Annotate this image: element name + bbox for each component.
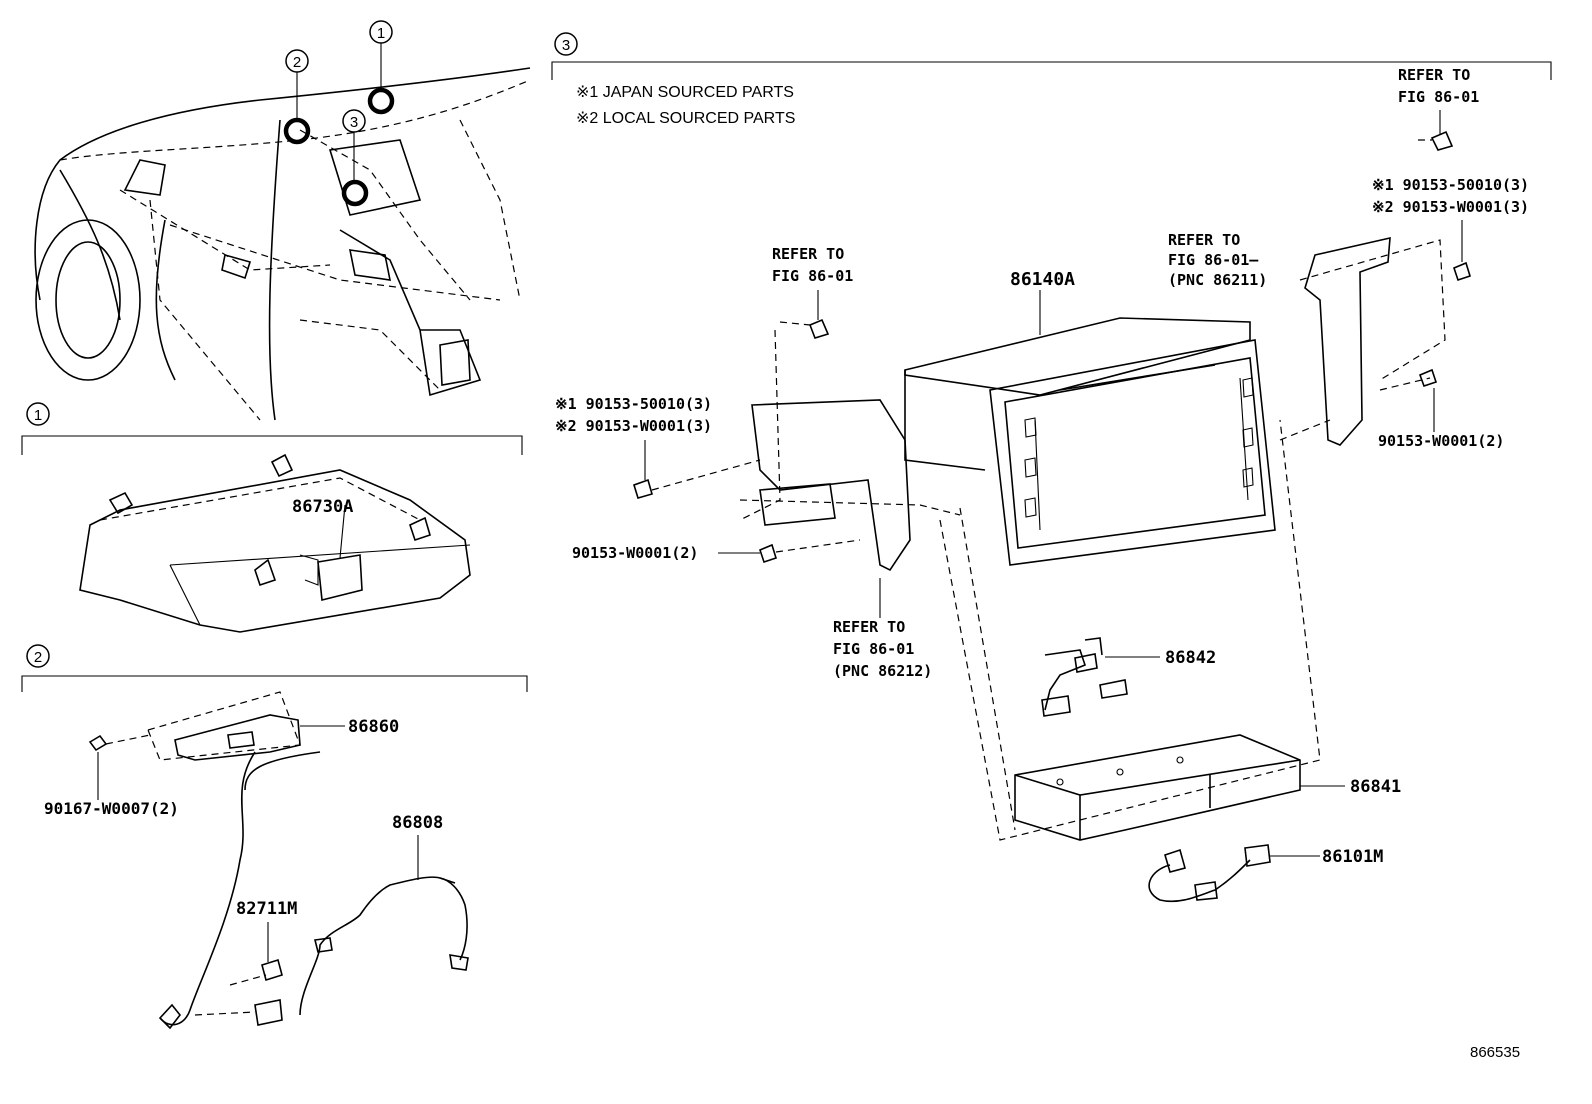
label-left-bolt-1: ※1 90153-50010(3) — [555, 395, 712, 413]
ref-left-bottom-pnc: (PNC 86212) — [833, 662, 932, 680]
label-right-bolt-3: 90153-W0001(2) — [1378, 432, 1504, 450]
right-bracket-shape — [1304, 236, 1391, 446]
ref-left-top-fig: FIG 86-01 — [772, 267, 853, 285]
section-1-callout: 1 — [34, 407, 42, 424]
location-marker-2 — [283, 117, 311, 145]
label-86860: 86860 — [348, 717, 399, 737]
left-bracket-shape — [751, 399, 911, 572]
ref-right-bracket-pnc: (PNC 86211) — [1168, 271, 1267, 289]
label-86841: 86841 — [1350, 777, 1401, 797]
label-left-bolt-3: 90153-W0001(2) — [572, 544, 698, 562]
label-86101M: 86101M — [1322, 847, 1383, 867]
part-86101M-shape — [1148, 844, 1271, 903]
ref-top-right-fig: FIG 86-01 — [1398, 88, 1479, 106]
part-86841-shape — [1014, 734, 1301, 841]
section-1-bracket — [21, 435, 523, 455]
location-marker-1 — [367, 87, 395, 115]
ref-left-bottom-refer: REFER TO — [833, 618, 905, 636]
overview-callout-1: 1 — [377, 25, 385, 42]
label-86140A: 86140A — [1010, 269, 1075, 290]
section-2: 2 86860 90167-W0007(2) 86808 82711M — [21, 644, 528, 1030]
overview-callout-2: 2 — [293, 54, 301, 71]
note-japan-sourced: ※1 JAPAN SOURCED PARTS — [576, 84, 794, 101]
section-3-callout: 3 — [562, 37, 570, 54]
note-local-sourced: ※2 LOCAL SOURCED PARTS — [576, 110, 795, 127]
figure-id: 866535 — [1470, 1044, 1520, 1061]
part-86860-shape — [174, 714, 301, 761]
label-86842: 86842 — [1165, 648, 1216, 668]
overview-callout-3: 3 — [350, 114, 358, 131]
part-86730A-shape — [317, 554, 363, 601]
ref-right-bracket-fig: FIG 86-01— — [1168, 251, 1259, 269]
section-2-bracket — [21, 675, 528, 692]
part-86140A-shape — [904, 317, 1276, 566]
ref-top-right-refer: REFER TO — [1398, 66, 1470, 84]
part-82711M-shape — [261, 958, 283, 982]
label-82711M: 82711M — [236, 899, 297, 919]
label-90167-W0007: 90167-W0007(2) — [44, 799, 179, 818]
section-3-bracket — [551, 61, 1552, 80]
section-3: 3 ※1 JAPAN SOURCED PARTS ※2 LOCAL SOURCE… — [551, 32, 1552, 903]
label-right-bolt-2: ※2 90153-W0001(3) — [1372, 198, 1529, 216]
label-86730A: 86730A — [292, 497, 353, 517]
section-2-callout: 2 — [34, 649, 42, 666]
ref-left-top-refer: REFER TO — [772, 245, 844, 263]
location-marker-3 — [341, 179, 369, 207]
ref-right-bracket-refer: REFER TO — [1168, 231, 1240, 249]
part-86842-shape — [1041, 637, 1128, 717]
vehicle-overview: 1 2 3 — [34, 20, 531, 421]
label-left-bolt-2: ※2 90153-W0001(3) — [555, 417, 712, 435]
label-86808: 86808 — [392, 813, 443, 833]
label-right-bolt-1: ※1 90153-50010(3) — [1372, 176, 1529, 194]
ref-left-bottom-fig: FIG 86-01 — [833, 640, 914, 658]
section-1: 1 86730A — [21, 402, 523, 633]
